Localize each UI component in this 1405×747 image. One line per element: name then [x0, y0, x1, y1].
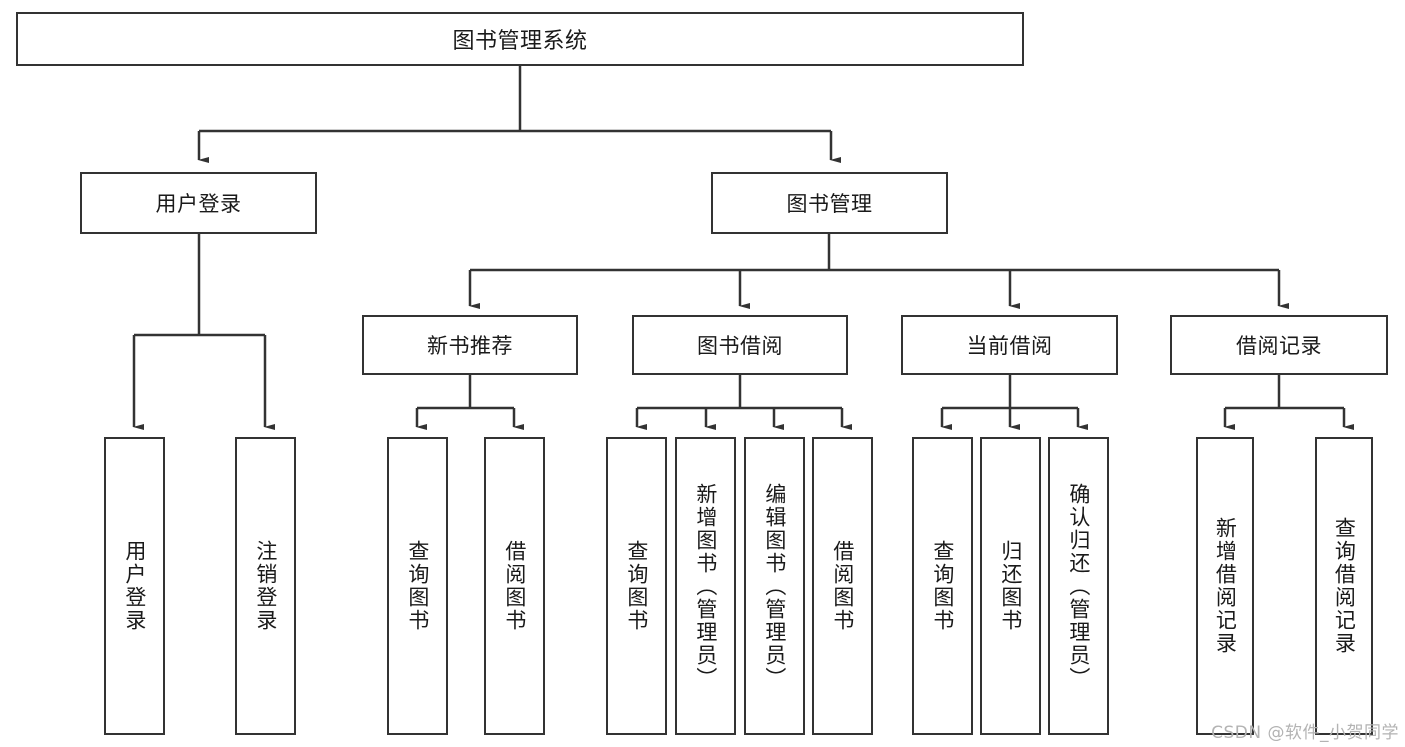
leaf-user-login-signin[interactable]: 用户登录	[104, 437, 165, 735]
node-book-management[interactable]: 图书管理	[711, 172, 948, 234]
node-root-system[interactable]: 图书管理系统	[16, 12, 1024, 66]
node-label: 新书推荐	[427, 334, 513, 358]
leaf-current-query-book[interactable]: 查询图书	[912, 437, 973, 735]
node-label: 查询借阅记录	[1332, 517, 1357, 655]
leaf-record-query-record[interactable]: 查询借阅记录	[1315, 437, 1373, 735]
node-label: 注销登录	[253, 540, 278, 632]
leaf-current-return-book[interactable]: 归还图书	[980, 437, 1041, 735]
node-label: 查询图书	[930, 540, 955, 632]
node-label: 用户登录	[122, 540, 147, 632]
node-label: 借阅图书	[830, 540, 855, 632]
node-new-book-recommend[interactable]: 新书推荐	[362, 315, 578, 375]
node-borrow-record[interactable]: 借阅记录	[1170, 315, 1388, 375]
node-book-borrow[interactable]: 图书借阅	[632, 315, 848, 375]
node-current-borrow[interactable]: 当前借阅	[901, 315, 1118, 375]
node-label: 借阅记录	[1236, 334, 1322, 358]
node-label: 用户登录	[155, 192, 242, 216]
node-label: 确认归还（管理员）	[1066, 482, 1091, 690]
node-label: 编辑图书（管理员）	[762, 482, 787, 690]
node-label: 图书借阅	[697, 334, 783, 358]
leaf-borrow-borrow-book[interactable]: 借阅图书	[812, 437, 873, 735]
node-user-login[interactable]: 用户登录	[80, 172, 317, 234]
csdn-watermark: CSDN @软件_小贺同学	[1211, 723, 1399, 743]
node-label: 当前借阅	[966, 334, 1053, 358]
node-label: 新增图书（管理员）	[693, 482, 718, 690]
leaf-recommend-query-book[interactable]: 查询图书	[387, 437, 448, 735]
node-label: 查询图书	[405, 540, 430, 632]
leaf-borrow-add-book-admin[interactable]: 新增图书（管理员）	[675, 437, 736, 735]
node-label: 借阅图书	[502, 540, 527, 632]
node-label: 新增借阅记录	[1213, 517, 1238, 655]
node-label: 图书管理	[786, 192, 873, 216]
node-label: 查询图书	[624, 540, 649, 632]
node-label: 图书管理系统	[452, 29, 588, 54]
leaf-borrow-query-book[interactable]: 查询图书	[606, 437, 667, 735]
leaf-current-confirm-return-admin[interactable]: 确认归还（管理员）	[1048, 437, 1109, 735]
node-label: 归还图书	[998, 540, 1023, 632]
leaf-user-login-signout[interactable]: 注销登录	[235, 437, 296, 735]
leaf-record-add-record[interactable]: 新增借阅记录	[1196, 437, 1254, 735]
leaf-recommend-borrow-book[interactable]: 借阅图书	[484, 437, 545, 735]
leaf-borrow-edit-book-admin[interactable]: 编辑图书（管理员）	[744, 437, 805, 735]
